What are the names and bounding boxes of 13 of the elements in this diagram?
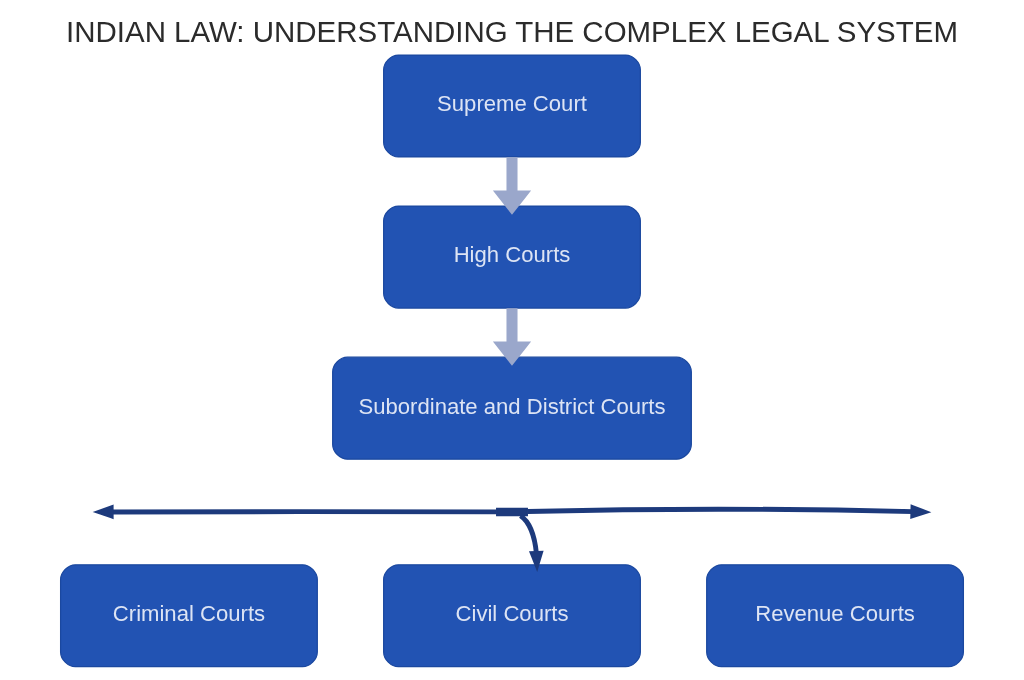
arrow	[492, 157, 532, 215]
node-box: Criminal Courts	[60, 564, 318, 668]
node-box: Revenue Courts	[706, 564, 964, 668]
node-box: Supreme Court	[383, 54, 641, 158]
node-box: Civil Courts	[383, 564, 641, 668]
arrow	[492, 308, 532, 366]
arrow	[92, 504, 497, 520]
arrow	[527, 504, 932, 519]
node-bar	[496, 507, 528, 517]
arrow	[518, 513, 544, 572]
node-box: Subordinate and District Courts	[332, 356, 692, 460]
diagram-title: INDIAN LAW: UNDERSTANDING THE COMPLEX LEGAL SYSTEM	[66, 14, 958, 48]
node-box: High Courts	[383, 205, 641, 309]
